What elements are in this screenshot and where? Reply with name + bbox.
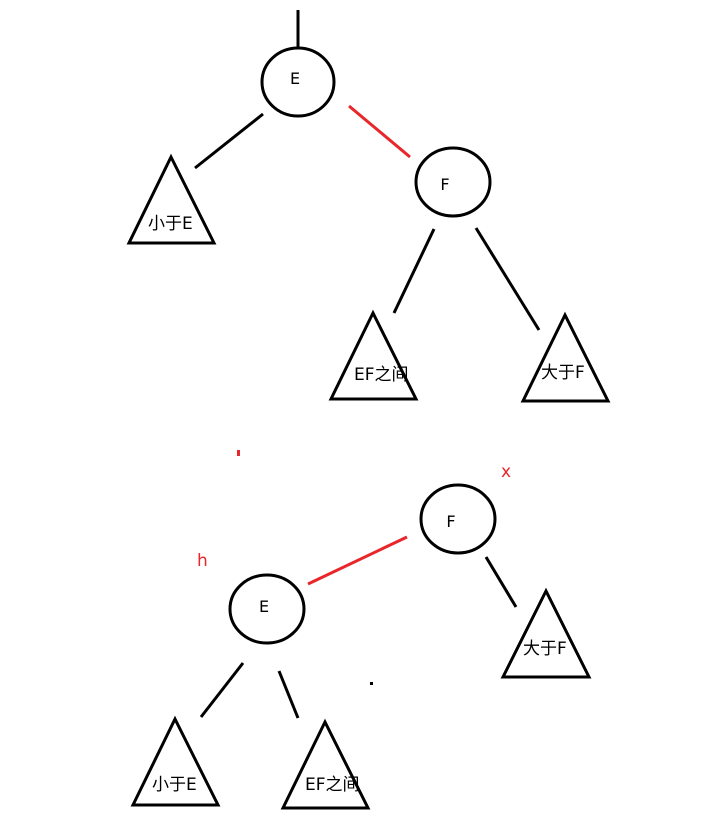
h-annotation: h — [197, 551, 208, 571]
top-tree: E 小于E F EF之间 大于F — [126, 10, 611, 403]
edge-e-left — [199, 662, 245, 718]
node-e-circle — [260, 46, 336, 118]
edge-e-left — [194, 112, 264, 170]
node-e-circle — [228, 573, 306, 645]
red-tick-mark — [237, 450, 240, 456]
subtree-between-ef-triangle — [328, 309, 419, 401]
node-f-circle — [419, 483, 497, 555]
node-f-label: F — [440, 175, 449, 194]
node-f-circle — [414, 146, 492, 218]
subtree-less-e-label: 小于E — [148, 214, 193, 234]
subtree-between-ef-triangle — [280, 718, 371, 810]
subtree-less-e-label: 小于E — [152, 775, 197, 795]
node-f-label: F — [446, 512, 455, 531]
subtree-less-e-triangle — [130, 715, 221, 807]
black-dot — [370, 682, 373, 685]
node-e-label: E — [290, 69, 300, 88]
edge-f-right — [484, 556, 518, 608]
subtree-greater-f-triangle — [500, 587, 592, 679]
bottom-tree: x h F 大于F E 小于E EF之间 — [130, 450, 592, 810]
subtree-between-ef-label: EF之间 — [354, 365, 409, 385]
edge-f-right — [474, 227, 541, 331]
subtree-less-e-triangle — [126, 153, 217, 245]
subtree-greater-f-label: 大于F — [541, 363, 585, 383]
edge-e-f-highlight — [348, 104, 411, 159]
subtree-between-ef-label: EF之间 — [305, 775, 360, 795]
node-e-label: E — [259, 597, 269, 616]
edge-f-e-highlight — [307, 535, 408, 586]
x-annotation: x — [501, 462, 511, 482]
edge-e-right — [277, 670, 300, 719]
edge-f-left — [392, 228, 436, 314]
subtree-greater-f-label: 大于F — [523, 639, 567, 659]
subtree-greater-f-triangle — [520, 311, 611, 403]
